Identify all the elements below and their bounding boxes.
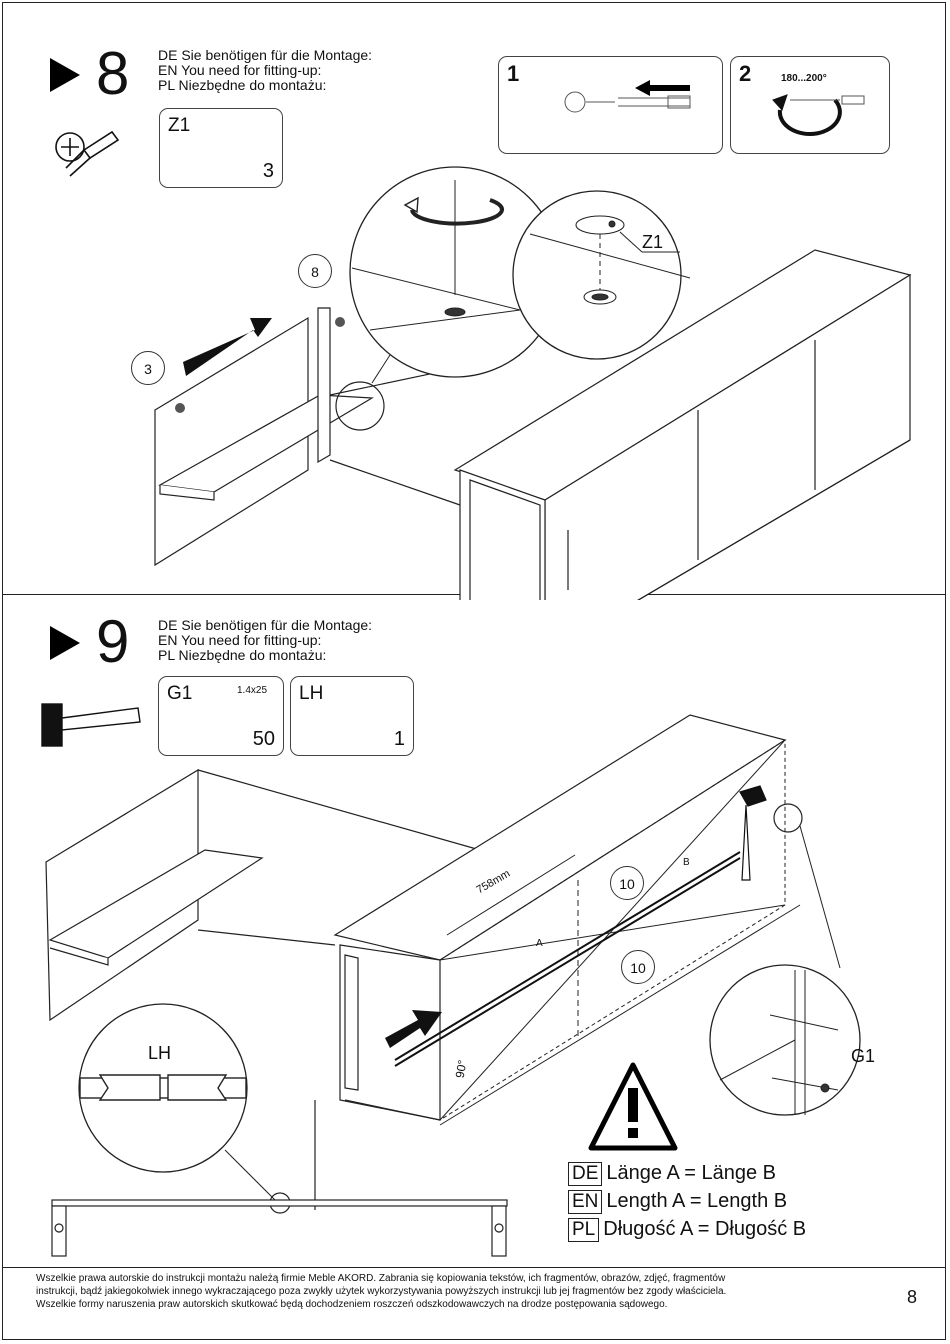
need-pl: PL Niezbędne do montażu:: [158, 647, 327, 663]
part-qty-lh: 1: [393, 728, 405, 750]
zoom-source-circle: [335, 381, 385, 431]
part-qty-g1: 50: [252, 728, 275, 750]
zoom-circle-z1: [512, 190, 682, 360]
zoom-circle-g1: [709, 964, 861, 1116]
detail-1-sketch: [564, 91, 691, 113]
long-unit: [453, 249, 912, 600]
cam-hole-dot: [335, 317, 345, 327]
copyright-line: instrukcji, bądź jakiegokolwiek innego w…: [36, 1286, 727, 1297]
warning-text: Długość A = Długość B: [603, 1218, 807, 1240]
page-number: 8: [907, 1287, 918, 1307]
part-box-g1: G1 1.4x25 50: [158, 676, 284, 756]
lang-code: PL: [568, 1218, 600, 1242]
rail-lines: [394, 851, 741, 1067]
need-de: DE Sie benötigen für die Montage:: [158, 47, 373, 63]
panel-callout-10-top: 10: [610, 866, 644, 900]
length-label-a: A: [536, 938, 543, 949]
cam-hole-dot: [175, 403, 185, 413]
step-arrow-icon: [50, 626, 80, 660]
part-spec-g1: 1.4x25: [237, 685, 268, 696]
lang-code: EN: [568, 1190, 603, 1214]
step-9-drawing: [41, 699, 861, 1257]
push-arrow-icon: [183, 318, 272, 376]
push-arrow-icon: [635, 80, 690, 96]
panel-callout-8: 8: [298, 254, 332, 288]
bottom-profile: [51, 1199, 508, 1257]
part-code-g1: G1: [167, 683, 193, 704]
need-pl: PL Niezbędne do montażu:: [158, 77, 327, 93]
detail-box-2: 2 180...200°: [730, 56, 890, 154]
warning-text: Length A = Length B: [606, 1190, 788, 1212]
part-box-lh: LH 1: [290, 676, 414, 756]
detail-1-number: 1: [507, 61, 520, 86]
part-box-z1: Z1 3: [159, 108, 283, 188]
hammer-icon: [41, 703, 141, 747]
need-de: DE Sie benötigen für die Montage:: [158, 617, 373, 633]
warning-icon: [588, 1062, 678, 1151]
panel-callout-10-bottom: 10: [621, 950, 655, 984]
part-code-lh: LH: [299, 683, 324, 704]
long-unit-step9: [314, 714, 787, 1210]
push-arrow-icon: [385, 1010, 442, 1048]
zoom-lh-label: LH: [148, 1043, 172, 1063]
step-8-number: 8: [96, 40, 130, 107]
part-code-z1: Z1: [168, 115, 191, 136]
lang-code: DE: [568, 1162, 603, 1186]
warning-text: Länge A = Länge B: [606, 1162, 777, 1184]
step-9-number: 9: [96, 608, 130, 675]
detail-2-sketch: [772, 94, 865, 136]
step-8-needs: DE Sie benötigen für die Montage: EN You…: [158, 48, 372, 93]
footer-divider: [2, 1267, 946, 1268]
copyright-line: Wszelkie prawa autorskie do instrukcji m…: [36, 1273, 726, 1284]
part-qty-z1: 3: [262, 160, 274, 182]
detail-2-number: 2: [739, 61, 752, 86]
zoom-g1-label: G1: [851, 1046, 876, 1066]
left-unit-step9: [45, 768, 481, 1022]
left-unit: [154, 307, 521, 567]
screwdriver-icon: [55, 130, 120, 177]
length-label-b: B: [683, 857, 690, 868]
z1-callout: Z1: [642, 232, 664, 252]
step-arrow-icon: [50, 58, 80, 92]
step-9-needs: DE Sie benötigen für die Montage: EN You…: [158, 618, 372, 663]
copyright-line: Wszelkie formy naruszenia praw autorskic…: [36, 1299, 668, 1310]
need-en: EN You need for fitting-up:: [158, 62, 322, 78]
need-en: EN You need for fitting-up:: [158, 632, 322, 648]
panel-callout-3: 3: [131, 351, 165, 385]
detail-box-1: 1: [498, 56, 723, 154]
rotation-angle: 180...200°: [781, 73, 827, 84]
copyright-notice: Wszelkie prawa autorskie do instrukcji m…: [36, 1272, 866, 1311]
